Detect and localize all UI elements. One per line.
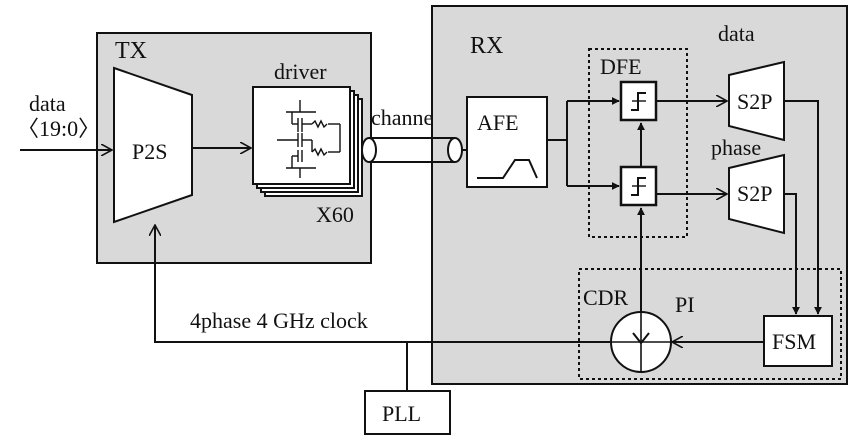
s2p-to-fsm-wires [784,100,822,315]
pll-block: PLL [364,390,451,435]
slicer-phase [619,165,658,207]
afe-response-icon [477,159,538,179]
tx-block: TX data 〈19:0〉 P2S driver [17,32,372,264]
driver-label: driver [274,59,327,84]
cdr-label: CDR [583,285,629,310]
dfe-label: DFE [600,54,642,79]
s2p-data-block: data S2P [718,21,785,142]
driver-block: driver [252,59,363,227]
s2p-phase-label: S2P [737,181,772,206]
cdr-region: CDR [578,268,842,380]
fsm-label: FSM [772,329,816,354]
rx-title: RX [470,33,503,59]
afe-block: AFE [466,96,548,188]
afe-to-dfe-wires [547,97,620,190]
afe-label: AFE [477,110,519,135]
pi-phase-icon [632,332,650,345]
p2s-block: P2S [113,66,193,224]
slicer-data [619,80,658,122]
dfe-region: DFE [588,48,688,238]
tx-input-bus-label: 〈19:0〉 [17,116,100,141]
channel-label: channel [371,105,439,130]
rx-block: RX AFE DFE [431,5,848,385]
clock-network [155,225,610,391]
fsm-block: FSM [763,315,833,367]
phase-output-label: phase [711,135,761,160]
pi-label: PI [675,292,695,317]
driver-count-label: X60 [316,202,354,227]
tx-title: TX [115,38,147,64]
s2p-data-label: S2P [737,89,772,114]
tx-input-label: data [29,91,66,116]
driver-schematic-icon [277,100,341,178]
clock-label: 4phase 4 GHz clock [190,308,368,333]
pll-label: PLL [382,401,421,426]
s2p-phase-block: phase S2P [711,135,785,235]
pi-block: PI [610,292,695,373]
p2s-label: P2S [132,139,167,164]
data-output-label: data [718,21,755,46]
